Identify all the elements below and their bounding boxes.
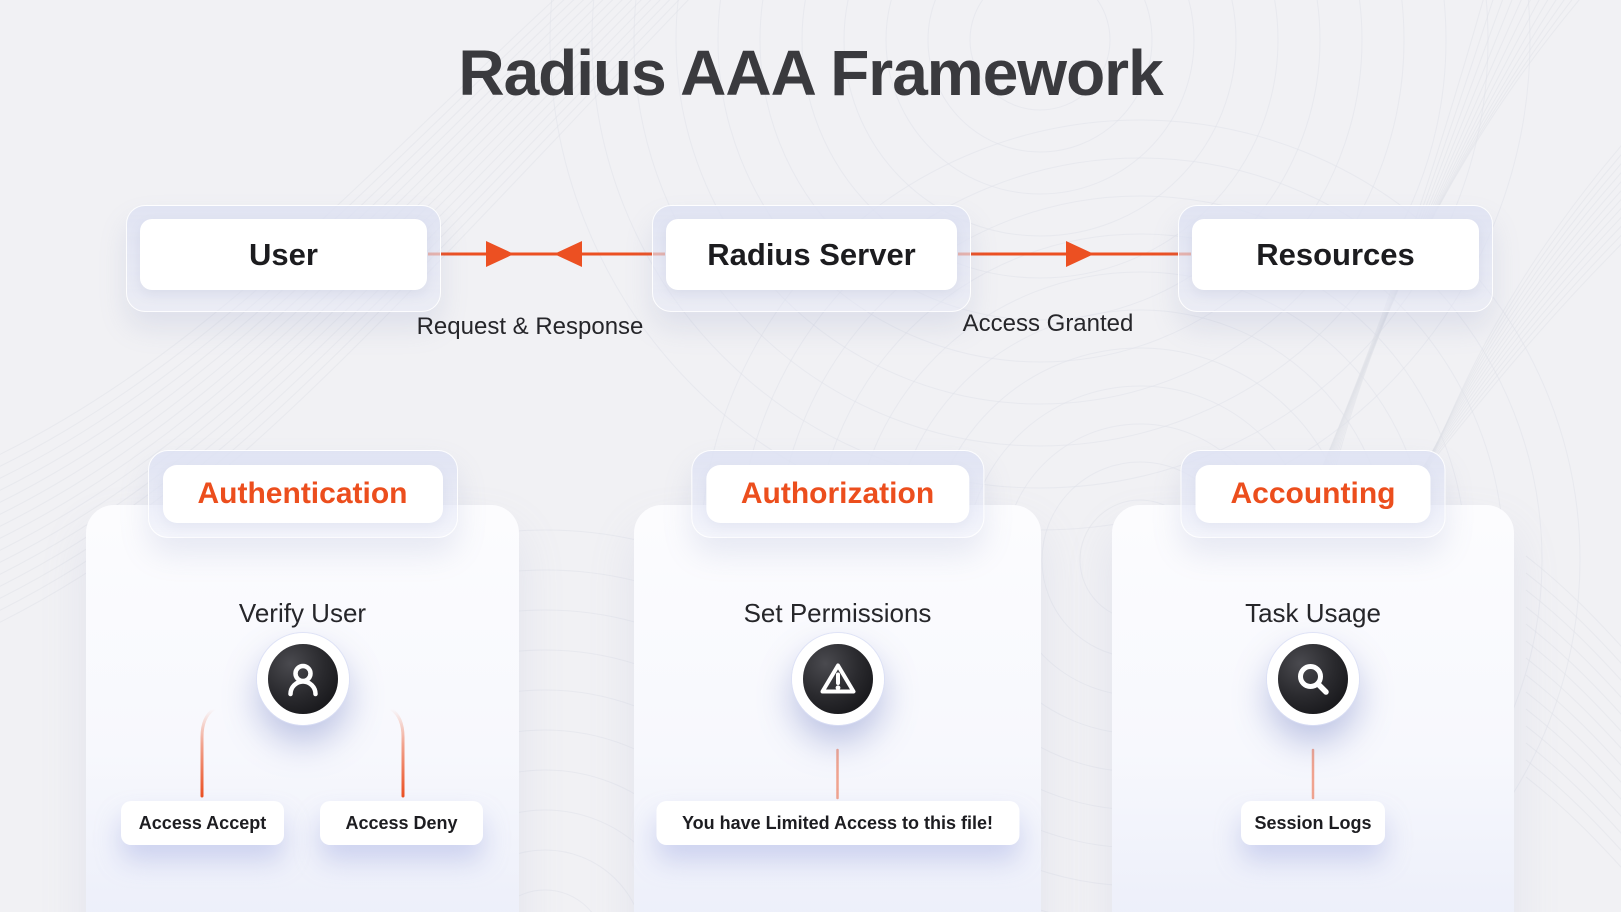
flow-node-user: User (126, 205, 441, 312)
pillar-card-authorization: Authorization Set Permissions You have L… (634, 450, 1041, 912)
pillar-subtitle: Task Usage (1245, 598, 1381, 628)
search-icon (1267, 633, 1359, 725)
flow-node-resources-label: Resources (1256, 236, 1415, 272)
warning-icon (791, 633, 884, 725)
pillar-card-authentication: Authentication Verify User Access Accept… (86, 450, 519, 912)
page-title: Radius AAA Framework (458, 37, 1163, 109)
flow-node-radius-server-label: Radius Server (707, 236, 916, 272)
result-chip-limited-access: You have Limited Access to this file! (655, 801, 1020, 845)
pillar-heading-accounting: Accounting (1195, 465, 1431, 523)
pillar-heading-authentication: Authentication (162, 465, 443, 523)
flow-node-resources: Resources (1178, 205, 1493, 312)
pillar-heading-badge: Authorization (690, 450, 985, 538)
edge-label-request-response: Request & Response (416, 313, 644, 340)
pillar-heading-authorization: Authorization (705, 465, 970, 523)
result-chip-access-deny: Access Deny (320, 801, 483, 845)
edge-label-access-granted: Access Granted (962, 310, 1134, 337)
flow-node-radius-server: Radius Server (652, 205, 971, 312)
result-chip-access-accept: Access Accept (121, 801, 284, 845)
pillar-card-accounting: Accounting Task Usage Session Logs (1112, 450, 1514, 912)
pillar-heading-badge: Accounting (1180, 450, 1446, 538)
result-chip-session-logs: Session Logs (1241, 801, 1385, 845)
pillar-subtitle: Set Permissions (743, 598, 932, 628)
flow-node-user-label: User (249, 236, 318, 272)
pillar-heading-badge: Authentication (147, 450, 458, 538)
pillar-subtitle: Verify User (238, 598, 367, 628)
user-icon (256, 633, 349, 725)
